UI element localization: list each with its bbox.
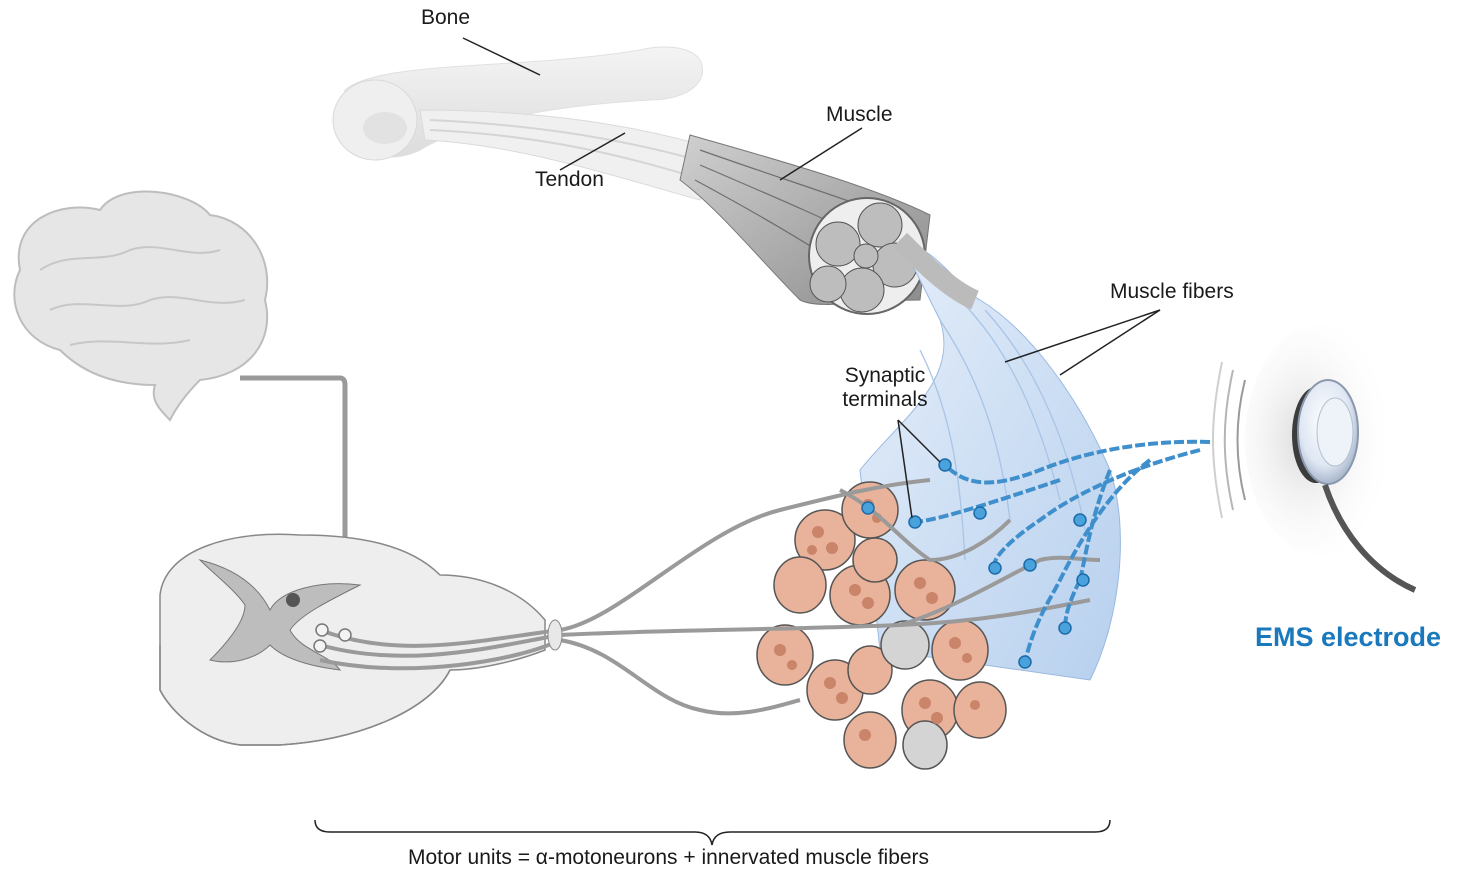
motoneuron-cell-bodies [313,623,352,653]
motor-nerves [319,478,1101,716]
label-synaptic-line2: terminals [842,388,928,412]
label-tendon: Tendon [535,168,604,191]
brain-illustration [13,190,269,422]
label-synaptic-line1: Synaptic [844,364,926,387]
label-muscle: Muscle [826,103,893,126]
muscle-fibers-illustration [859,232,1121,681]
label-leader-lines [462,37,1161,519]
muscle-fiber-bundles [756,481,1007,770]
synaptic-terminal-dots [861,458,1090,669]
caption-motor-units: Motor units = α-motoneurons + innervated… [408,846,930,869]
label-synaptic-terminals: Synaptic terminals [835,364,935,412]
caption-brace [314,819,1111,846]
nerve-sheath [547,619,563,651]
label-muscle-fibers: Muscle fibers [1110,280,1234,303]
ems-electrode-illustration [1212,325,1417,593]
label-bone: Bone [421,6,471,29]
descending-pathway [240,375,348,630]
ems-stimulation-paths [914,439,1211,663]
muscle-illustration [679,134,931,315]
label-ems-electrode: EMS electrode [1255,622,1442,652]
